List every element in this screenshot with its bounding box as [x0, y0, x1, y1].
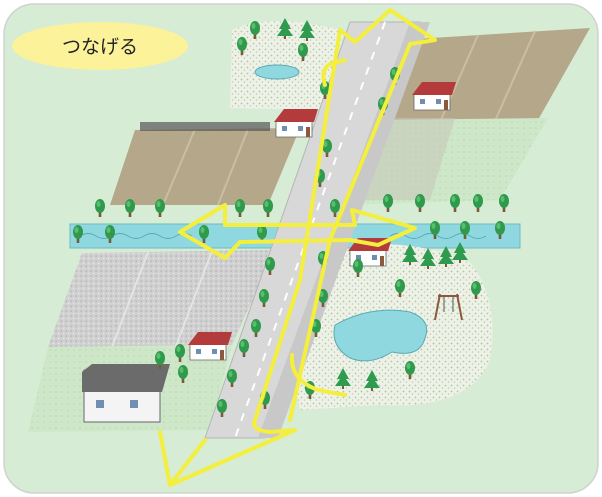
- road: [204, 21, 430, 439]
- swing: [434, 293, 463, 321]
- connection-arrows: [158, 8, 437, 487]
- parks: [230, 21, 493, 410]
- title-label: つなげる: [62, 36, 138, 58]
- title-badge: つなげる: [12, 22, 188, 70]
- houses: [82, 81, 457, 423]
